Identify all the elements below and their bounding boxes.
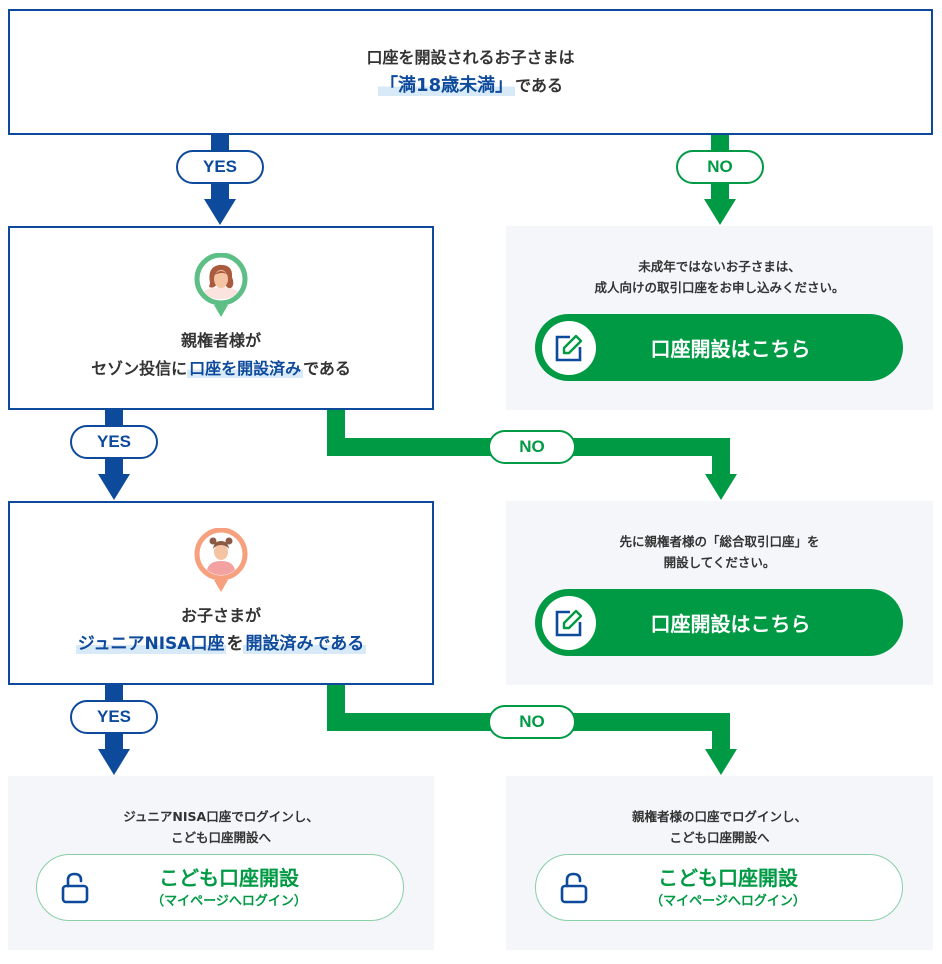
parent-avatar-icon bbox=[194, 253, 248, 317]
question-parent-box: 親権者様が セゾン投信に口座を開設済みである bbox=[8, 226, 434, 410]
result-parent-login-line2: こども口座開設へ bbox=[669, 830, 770, 845]
edit-icon bbox=[555, 609, 583, 636]
result-junior-nisa-login-line1: ジュニアNISA口座でログインし、 bbox=[123, 809, 319, 824]
unlock-icon bbox=[560, 872, 588, 903]
yes-arrow-head-1 bbox=[204, 199, 236, 225]
no-arrow-shaft-3 bbox=[712, 713, 730, 751]
question-junior-nisa-middle: を bbox=[226, 634, 244, 654]
child-avatar-icon bbox=[194, 528, 248, 592]
child-account-login-button-2-label: こども口座開設 bbox=[658, 865, 798, 890]
no-label-1: NO bbox=[676, 150, 764, 184]
question-junior-nisa-box: お子さまが ジュニアNISA口座を開設済みである bbox=[8, 501, 434, 685]
no-arrow-shaft-2 bbox=[712, 438, 730, 476]
yes-label-2: YES bbox=[70, 425, 158, 459]
open-account-button-1[interactable]: 口座開設はこちら bbox=[535, 314, 903, 381]
question-age-box: 口座を開設されるお子さまは 「満18歳未満」である bbox=[8, 9, 933, 135]
child-account-login-button-1[interactable]: こども口座開設 （マイページへログイン） bbox=[36, 854, 404, 921]
question-age-highlight: 「満18歳未満」 bbox=[378, 75, 516, 96]
question-parent-highlight: 口座を開設済み bbox=[187, 359, 304, 378]
yes-arrow-head-3 bbox=[98, 749, 130, 775]
question-junior-nisa-highlight2: 開設済みである bbox=[243, 634, 367, 654]
open-account-button-1-label: 口座開設はこちら bbox=[650, 337, 811, 361]
child-account-login-button-2-sublabel: （マイページへログイン） bbox=[650, 893, 806, 909]
result-adult-line2: 成人向けの取引口座をお申し込みください。 bbox=[594, 280, 845, 295]
no-label-2: NO bbox=[488, 430, 576, 464]
question-parent-prefix: セゾン投信に bbox=[91, 359, 188, 378]
child-account-login-button-1-sublabel: （マイページへログイン） bbox=[151, 893, 307, 909]
question-junior-nisa-line1: お子さまが bbox=[180, 606, 261, 625]
open-account-button-2[interactable]: 口座開設はこちら bbox=[535, 589, 903, 656]
question-age-suffix: である bbox=[515, 76, 563, 95]
child-account-login-button-1-label: こども口座開設 bbox=[159, 865, 299, 890]
child-account-login-button-2[interactable]: こども口座開設 （マイページへログイン） bbox=[535, 854, 903, 921]
unlock-icon bbox=[61, 872, 89, 903]
result-parent-account-line2: 開設してください。 bbox=[663, 555, 776, 570]
result-parent-login-line1: 親権者様の口座でログインし、 bbox=[631, 809, 807, 824]
edit-icon bbox=[555, 334, 583, 361]
question-age-line1: 口座を開設されるお子さまは bbox=[366, 48, 575, 67]
yes-label-1: YES bbox=[176, 150, 264, 184]
open-account-button-2-label: 口座開設はこちら bbox=[650, 612, 811, 636]
yes-arrow-head-2 bbox=[98, 474, 130, 500]
question-parent-line1: 親権者様が bbox=[180, 331, 261, 350]
no-arrow-head-2 bbox=[705, 474, 737, 500]
yes-label-3: YES bbox=[70, 700, 158, 734]
result-junior-nisa-login-line2: こども口座開設へ bbox=[170, 830, 271, 845]
no-label-3: NO bbox=[488, 705, 576, 739]
result-adult-line1: 未成年ではないお子さまは、 bbox=[638, 259, 801, 274]
no-arrow-head-1 bbox=[704, 199, 736, 225]
question-parent-suffix: である bbox=[303, 359, 351, 378]
result-parent-account-line1: 先に親権者様の「総合取引口座」を bbox=[619, 534, 820, 549]
no-arrow-head-3 bbox=[705, 749, 737, 775]
question-junior-nisa-highlight1: ジュニアNISA口座 bbox=[75, 634, 227, 654]
